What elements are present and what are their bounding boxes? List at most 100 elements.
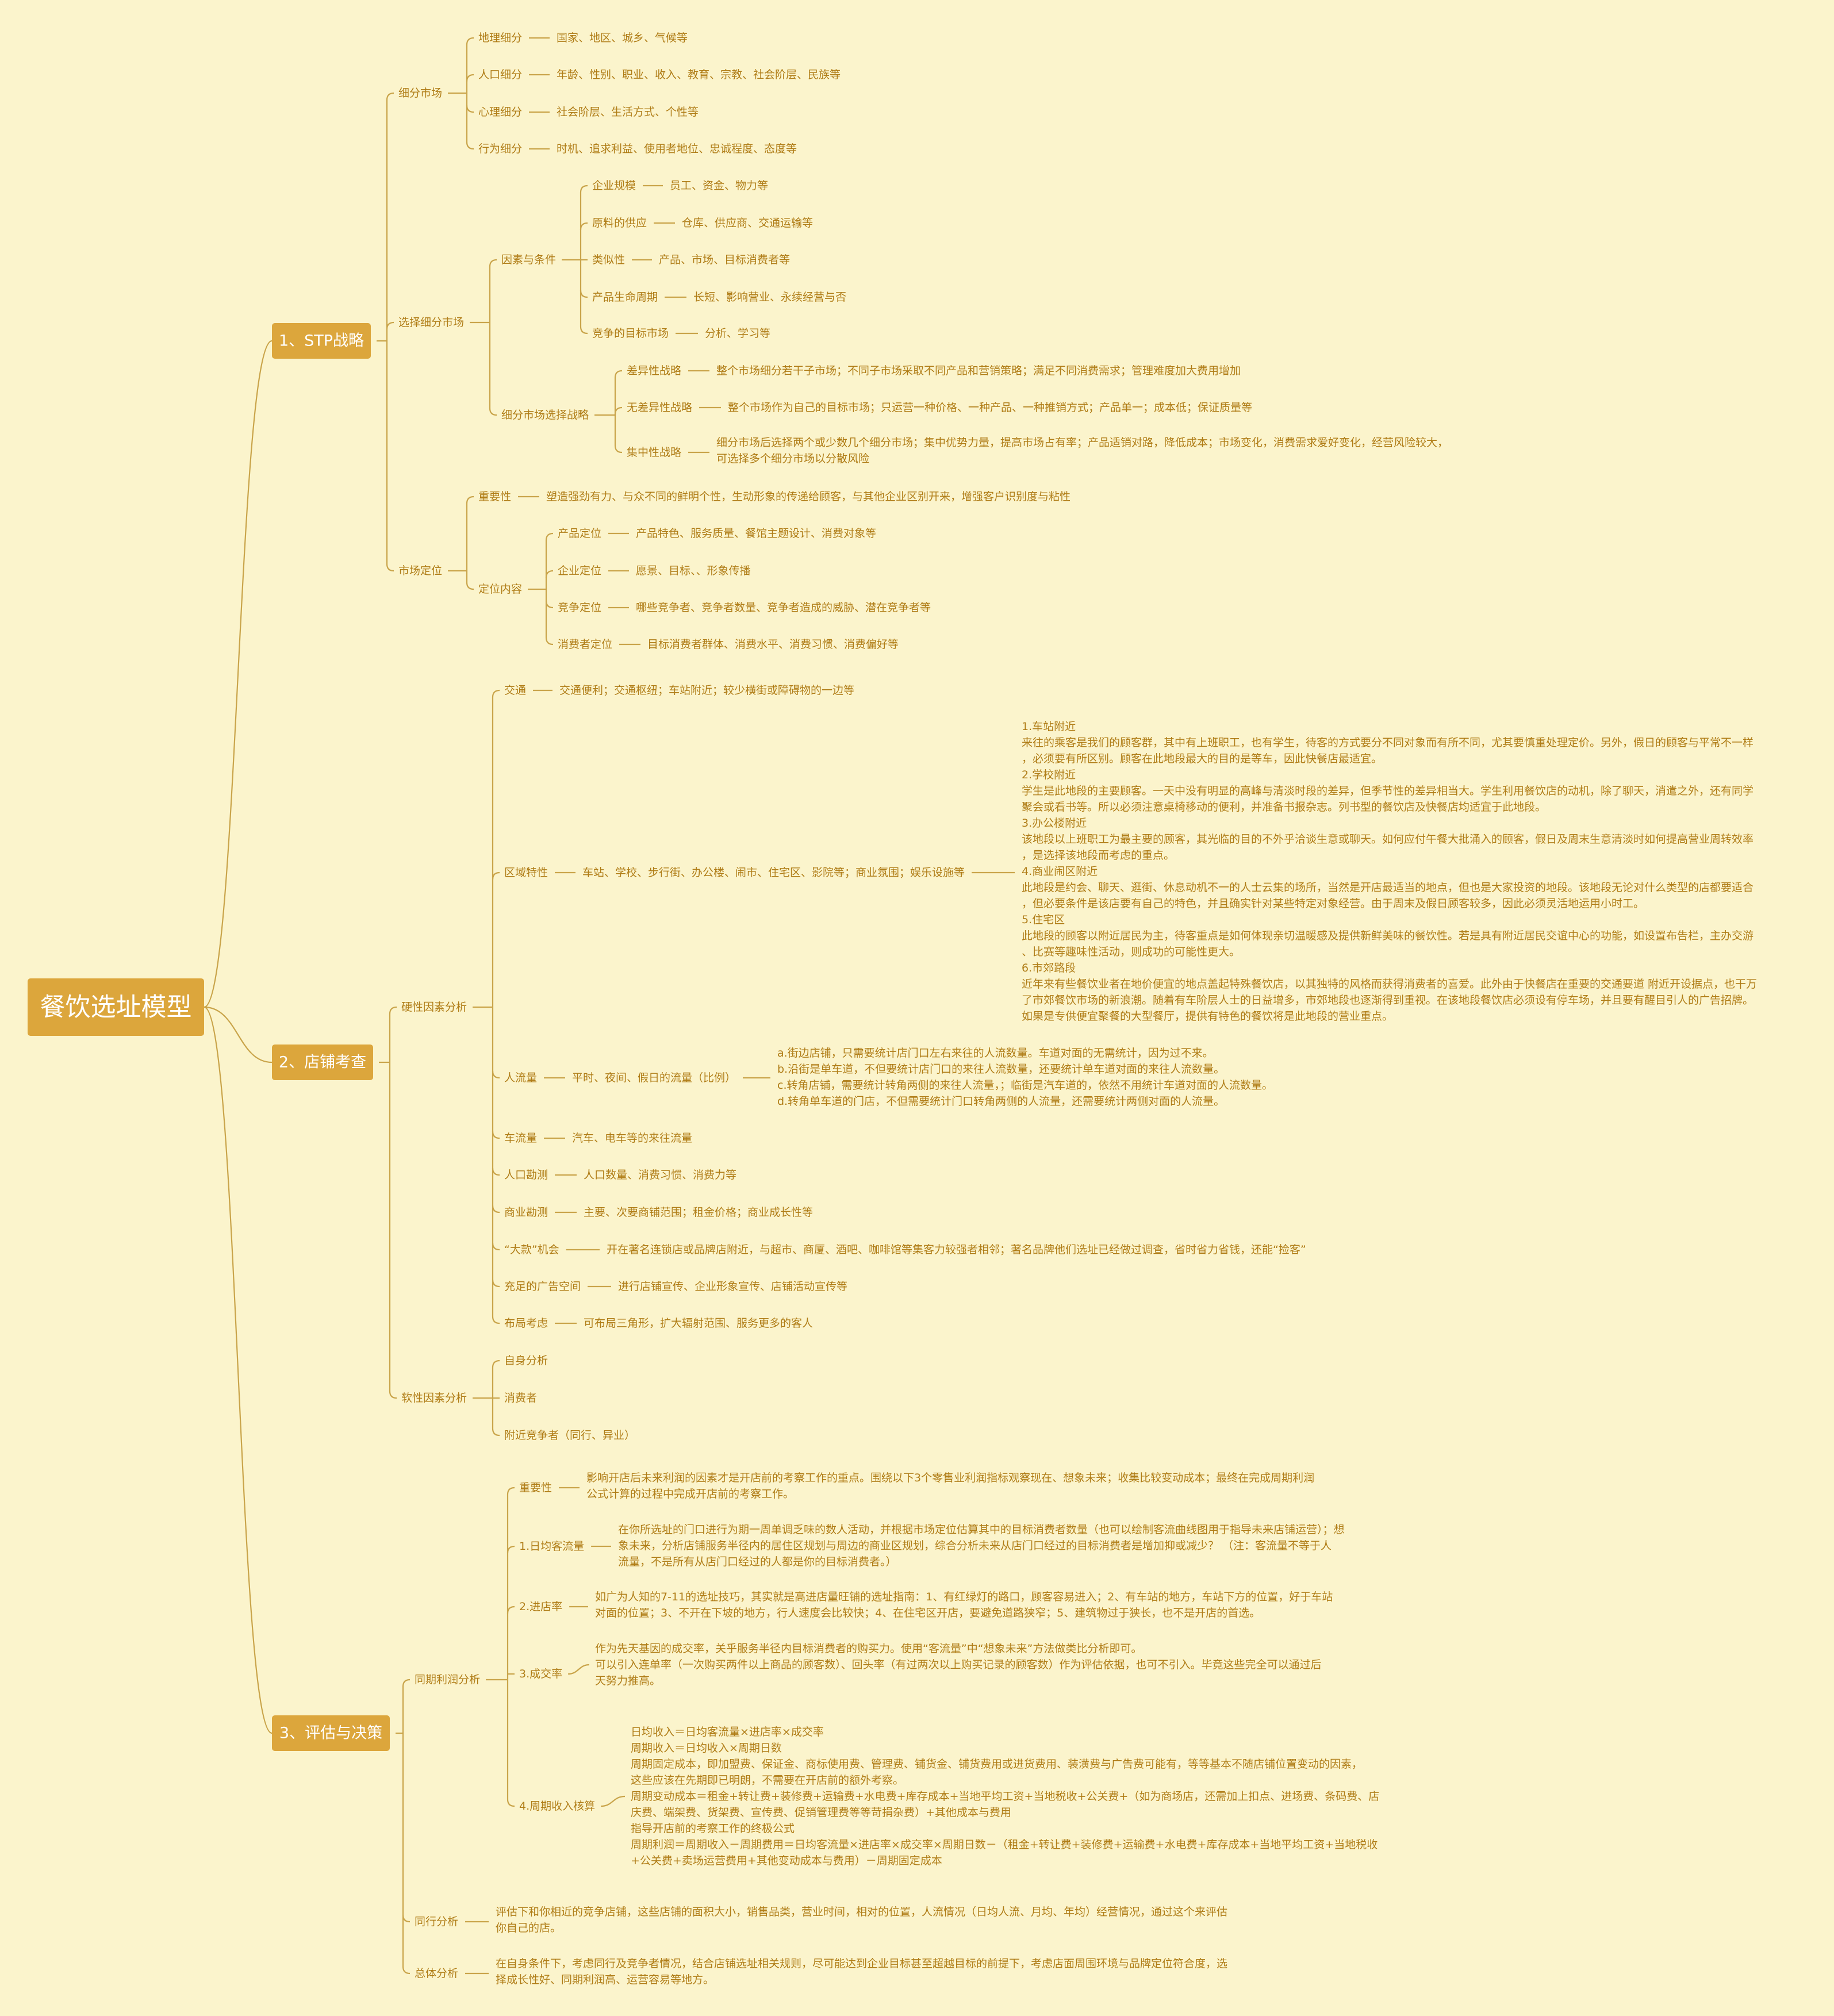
connector [492, 1168, 500, 1176]
connector [492, 1360, 500, 1368]
connector [386, 92, 394, 101]
connector [614, 370, 623, 378]
topic-n2a3d: 平时、夜间、假日的流量（比例） [572, 1072, 736, 1084]
topic-n1b2: 细分市场选择战略 [501, 409, 589, 421]
topic-text: 企业规模 [592, 179, 636, 192]
connector [492, 871, 500, 880]
topic-text: 开在著名连锁店或品牌店附近，与超市、商厦、酒吧、咖啡馆等集客力较强者相邻；著名品… [607, 1243, 1306, 1256]
topic-text: 交通便利；交通枢纽；车站附近；较少横街或障碍物的一边等 [559, 684, 854, 697]
topic-text: 产品特色、服务质量、餐馆主题设计、消费对象等 [636, 527, 876, 540]
topic-text: 如广为人知的7-11的选址技巧，其实就是高进店量旺铺的选址指南：1、有红绿灯的路… [595, 1591, 1333, 1603]
connector [545, 637, 554, 646]
connector [466, 74, 474, 82]
topic-n2a6: 商业勘测 [504, 1206, 548, 1219]
topic-text: 该地段以上班职工为最主要的顾客，其光临的目的不外乎洽谈生意或聊天。如何应付午餐大… [1022, 833, 1754, 846]
topic-n2a2: 区域特性 [504, 866, 548, 879]
topic-n1b: 选择细分市场 [398, 316, 464, 329]
topic-text: 原料的供应 [592, 217, 647, 229]
topic-n3a4d: 作为先天基因的成交率，关乎服务半径内目标消费者的购买力。使用“客流量”中“想象未… [595, 1642, 1322, 1687]
branch-box [272, 1045, 373, 1080]
topic-text: 重要性 [519, 1481, 552, 1494]
topic-text: 充足的广告空间 [504, 1280, 581, 1293]
topic-text: 整个市场细分若干子市场；不同子市场采取不同产品和营销策略；满足不同消费需求；管理… [716, 364, 1241, 377]
topic-text: 在你所选址的门口进行为期一周单调乏味的数人活动，并根据市场定位估算其中的目标消费… [618, 1523, 1345, 1536]
topic-n1c22d: 愿景、目标、、形象传播 [636, 565, 751, 577]
connector [507, 1799, 515, 1807]
topic-text: 无差异性战略 [627, 401, 692, 414]
topic-n1a1d: 国家、地区、城乡、气候等 [557, 32, 688, 44]
topic-text: 可选择多个细分市场以分散风险 [716, 452, 869, 465]
connector [204, 1006, 273, 1063]
connector [402, 1966, 410, 1975]
topic-n2a2e: 1.车站附近来往的乘客是我们的顾客群，其中有上班职工，也有学生，待客的方式要分不… [1022, 720, 1757, 1023]
topic-text: 时机、追求利益、使用者地位、忠诚程度、态度等 [557, 143, 797, 155]
topic-text: 竞争定位 [558, 601, 601, 614]
topic-n1b23d: 细分市场后选择两个或少数几个细分市场；集中优势力量，提高市场占有率；产品适销对路… [716, 436, 1448, 465]
branch-box [272, 1715, 390, 1751]
topic-text: 车站、学校、步行街、办公楼、闹市、住宅区、影院等；商业氛围；娱乐设施等 [582, 866, 965, 879]
topic-text: 周期变动成本＝租金+转让费+装修费+运输费+水电费+库存成本+当地平均工资+当地… [631, 1790, 1379, 1803]
topic-text: 4.周期收入核算 [519, 1800, 595, 1813]
topic-text: 行为细分 [478, 143, 522, 155]
topic-n1c2: 定位内容 [478, 583, 522, 596]
topic-text: 集中性战略 [627, 446, 681, 459]
topic-n2a5d: 人口数量、消费习惯、消费力等 [584, 1169, 736, 1181]
topic-n1: 1、STP战略 [272, 323, 371, 359]
topic-text: 此地段的顾客以附近居民为主，待客重点是如何体现亲切温暖感及提供新鲜美味的餐饮性。… [1022, 930, 1754, 942]
topic-text: “大款”机会 [504, 1243, 559, 1256]
topic-text: 进行店铺宣传、企业形象宣传、店铺活动宣传等 [618, 1280, 847, 1293]
topic-n1b22d: 整个市场作为自己的目标市场；只运营一种价格、一种产品、一种推销方式；产品单一；成… [728, 401, 1252, 414]
topic-text: 人流量 [504, 1072, 537, 1084]
connector [568, 1664, 590, 1675]
topic-n1b12d: 仓库、供应商、交通运输等 [682, 217, 813, 229]
topic-text: 因素与条件 [501, 254, 556, 266]
topic-text: 人口勘测 [504, 1169, 548, 1181]
topic-text: 4.商业闹区附近 [1022, 865, 1098, 878]
topic-n2a9: 布局考虑 [504, 1317, 548, 1330]
connector [580, 290, 588, 298]
topic-text: 5.住宅区 [1022, 913, 1065, 926]
topic-n1a4d: 时机、追求利益、使用者地位、忠诚程度、态度等 [557, 143, 797, 155]
topic-text: 重要性 [478, 490, 511, 503]
topic-n2a6d: 主要、次要商铺范围；租金价格；商业成长性等 [584, 1206, 813, 1219]
topic-text: 社会阶层、生活方式、个性等 [557, 106, 699, 118]
topic-n2a5: 人口勘测 [504, 1169, 548, 1181]
topic-text: 流量，不是所有从店门口经过的人都是你的目标消费者。） [618, 1556, 897, 1568]
topic-text: 软性因素分析 [401, 1392, 467, 1404]
connector [492, 1316, 500, 1324]
root-title: 餐饮选址模型 [40, 993, 192, 1022]
topic-text: 学生是此地段的主要顾客。一天中没有明显的高峰与清淡时段的差异，但季节性的差异相当… [1022, 785, 1754, 797]
topic-text: 总体分析 [415, 1967, 458, 1980]
topic-n1b12: 原料的供应 [592, 217, 647, 229]
topic-text: 庆费、端架费、货架费、宣传费、促销管理费等等苛捐杂费）+其他成本与费用 [631, 1806, 1011, 1819]
connector [507, 1606, 515, 1614]
topic-n1c23d: 哪些竞争者、竞争者数量、竞争者造成的威胁、潜在竞争者等 [636, 601, 931, 614]
topic-n2a7d: 开在著名连锁店或品牌店附近，与超市、商厦、酒吧、咖啡馆等集客力较强者相邻；著名品… [607, 1243, 1306, 1256]
topic-text: ，是选择该地段而考虑的重点。 [1022, 849, 1175, 862]
topic-text: 对面的位置；3、不开在下坡的地方，行人速度会比较快；4、在住宅区开店，要避免道路… [595, 1607, 1260, 1619]
topic-text: 自身分析 [504, 1354, 548, 1367]
connector [545, 600, 554, 609]
topic-text: 产品生命周期 [592, 291, 658, 304]
topic-text: 指导开店前的考察工作的终极公式 [631, 1822, 795, 1835]
topic-n2a9d: 可布局三角形，扩大辐射范围、服务更多的客人 [584, 1317, 813, 1330]
topic-text: +公关费+卖场运营费用+其他变动成本与费用）－周期固定成本 [631, 1854, 942, 1867]
topic-text: 可布局三角形，扩大辐射范围、服务更多的客人 [584, 1317, 813, 1330]
topic-text: 细分市场 [398, 87, 442, 99]
topic-text: 长短、影响营业、永续经营与否 [693, 291, 846, 304]
topic-n3a3d: 如广为人知的7-11的选址技巧，其实就是高进店量旺铺的选址指南：1、有红绿灯的路… [595, 1591, 1333, 1619]
topic-text: 2.学校附近 [1022, 769, 1076, 781]
topic-text: a.街边店铺，只需要统计店门口左右来往的人流数量。车道对面的无需统计，因为过不来… [777, 1047, 1214, 1059]
topic-n1b21d: 整个市场细分若干子市场；不同子市场采取不同产品和营销策略；满足不同消费需求；管理… [716, 364, 1241, 377]
topic-text: 来往的乘客是我们的顾客群，其中有上班职工，也有学生，待客的方式要分不同对象而有所… [1022, 736, 1754, 749]
topic-n2a3: 人流量 [504, 1072, 537, 1084]
topic-text: b.沿街是单车道，不但要统计店门口的来往人流数量，还要统计单车道对面的来往人流数… [777, 1063, 1225, 1076]
connector [545, 532, 554, 541]
topic-n3a1: 重要性 [519, 1481, 552, 1494]
topic-text: 选择细分市场 [398, 316, 464, 329]
topic-text: 仓库、供应商、交通运输等 [682, 217, 813, 229]
topic-n1b14d: 长短、影响营业、永续经营与否 [693, 291, 846, 304]
branch-box [272, 323, 371, 359]
topic-text: 人口细分 [478, 68, 522, 81]
topic-text: 商业勘测 [504, 1206, 548, 1219]
